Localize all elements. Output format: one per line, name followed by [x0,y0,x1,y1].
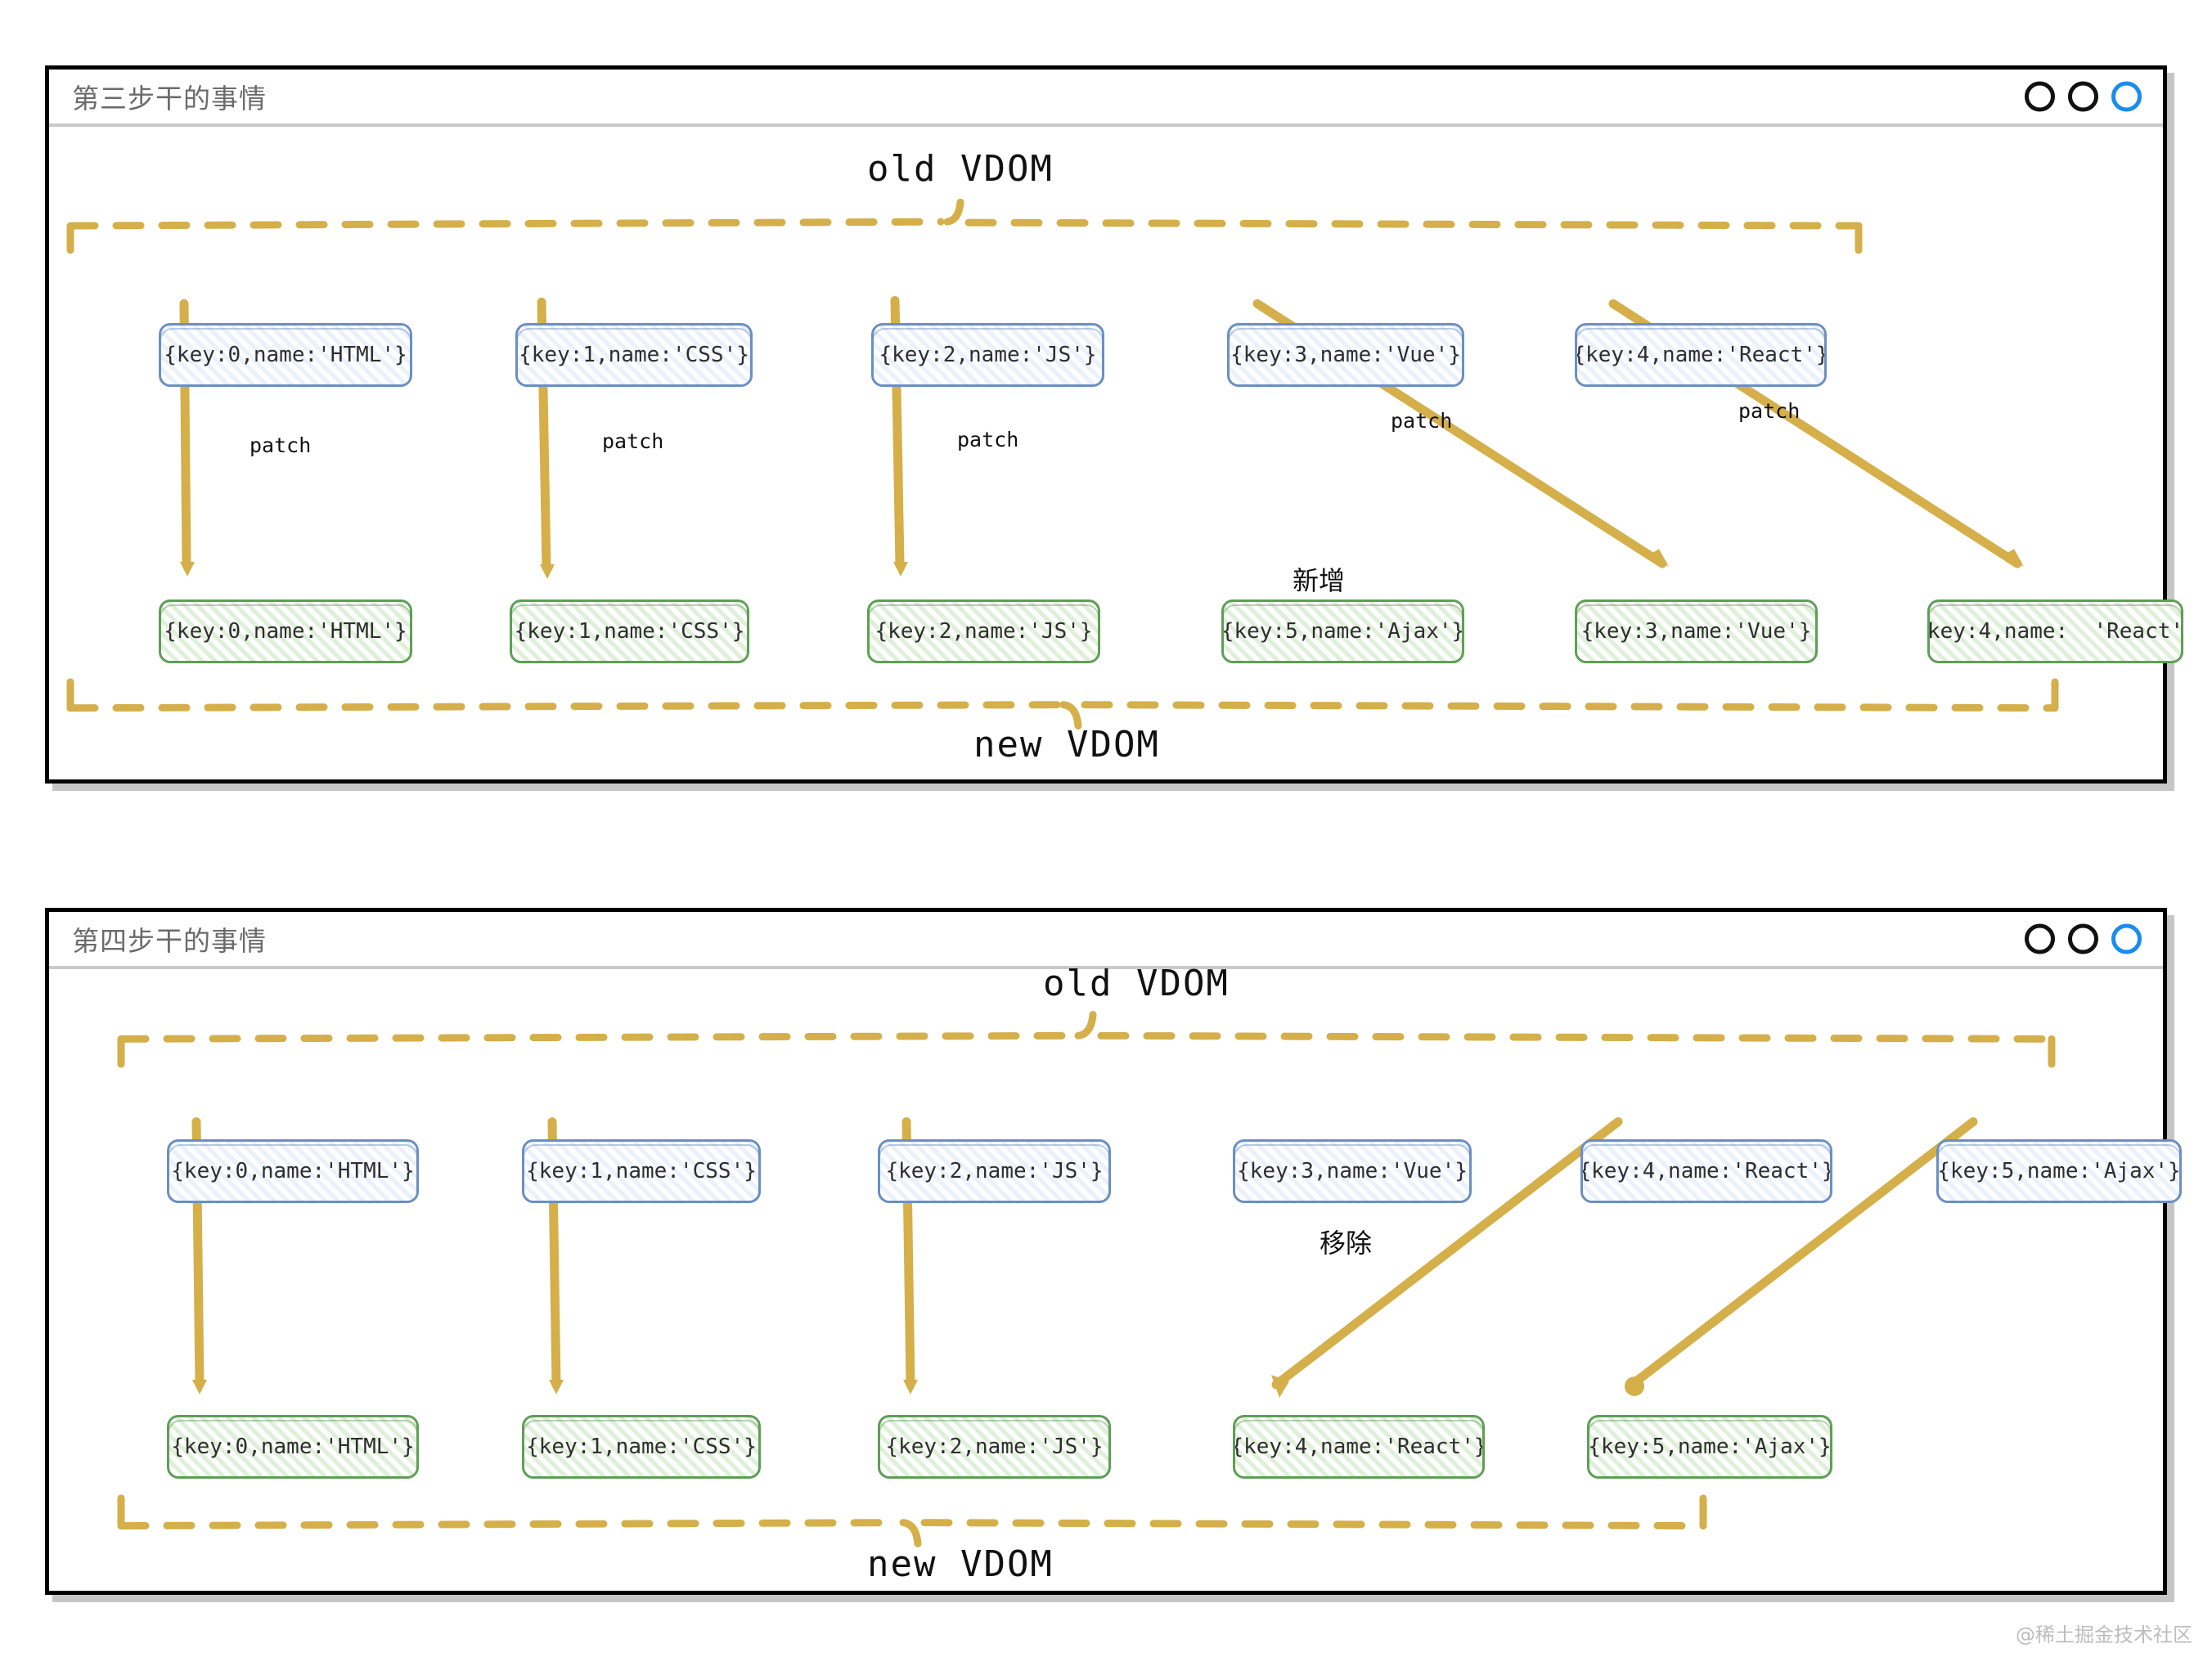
new-node-label: {key:2,name:'JS'} [874,619,1093,644]
new-node-label: {key:5,name:'Ajax'} [1221,619,1464,644]
titlebar-2: 第四步干的事情 [49,912,2163,969]
titlebar-1: 第三步干的事情 [49,70,2163,127]
minimize-dot-icon[interactable] [2025,81,2055,112]
new-node[interactable]: {key:0,name:'HTML'} [167,1415,419,1479]
old-node[interactable]: {key:2,name:'JS'} [878,1139,1111,1203]
new-node[interactable]: {key:5,name:'Ajax'} [1221,599,1464,663]
panel-window-2: 第四步干的事情 [45,908,2182,1595]
old-node-label: {key:5,name:'Ajax'} [1937,1159,2181,1183]
new-node[interactable]: {key:4,name: 'React'} [1927,599,2183,663]
old-node-label: {key:4,name:'React'} [1580,1159,1832,1183]
old-node-label: {key:3,name:'Vue'} [1230,343,1461,367]
old-node[interactable]: {key:4,name:'React'} [1575,323,1827,387]
annotation-removed: 移除 [1320,1228,1373,1259]
panel-title-2: 第四步干的事情 [72,926,267,956]
patch-label: patch [250,433,312,457]
new-node[interactable]: {key:1,name:'CSS'} [522,1415,761,1479]
new-node-label: {key:1,name:'CSS'} [514,619,745,644]
new-vdom-label-2: new VDOM [867,1543,1054,1585]
panel-title-1: 第三步干的事情 [72,83,267,114]
panel-stage-1: old VDOM new VDOM {key:0,name:'HTML'} {k… [49,127,2183,779]
panel-window-1: 第三步干的事情 [45,65,2183,784]
close-dot-icon[interactable] [2111,81,2142,112]
old-node[interactable]: {key:5,name:'Ajax'} [1936,1139,2182,1203]
panel-stage-2: old VDOM new VDOM {key:0,name:'HTML'} {k… [49,963,2182,1591]
new-node[interactable]: {key:3,name:'Vue'} [1575,599,1818,663]
watermark: @稀土掘金技术社区 [2016,1623,2192,1646]
patch-label: patch [1738,399,1801,423]
new-node-label: {key:1,name:'CSS'} [526,1435,757,1459]
maximize-dot-icon[interactable] [2068,923,2098,954]
new-node-label: {key:3,name:'Vue'} [1580,619,1812,644]
old-vdom-label-1: old VDOM [867,148,1054,190]
old-node-label: {key:4,name:'React'} [1575,343,1827,367]
new-node[interactable]: {key:4,name:'React'} [1233,1415,1485,1479]
new-node[interactable]: {key:5,name:'Ajax'} [1587,1415,1832,1479]
new-node-label: {key:5,name:'Ajax'} [1588,1435,1832,1459]
connector-layer-1 [66,198,2059,730]
old-node[interactable]: {key:1,name:'CSS'} [522,1139,761,1203]
old-node[interactable]: {key:3,name:'Vue'} [1233,1139,1472,1203]
window-controls-1 [2025,81,2142,112]
old-vdom-label-2: old VDOM [1043,963,1230,1004]
maximize-dot-icon[interactable] [2068,81,2098,112]
connector-layer-2 [117,1011,2056,1547]
new-node[interactable]: {key:1,name:'CSS'} [510,599,749,663]
old-node-label: {key:2,name:'JS'} [879,343,1097,367]
new-node-label: {key:4,name:'React'} [1233,1435,1485,1459]
old-node-label: {key:2,name:'JS'} [885,1159,1104,1183]
old-node[interactable]: {key:1,name:'CSS'} [515,323,753,387]
old-node-label: {key:1,name:'CSS'} [519,343,749,367]
old-node[interactable]: {key:3,name:'Vue'} [1227,323,1464,387]
new-node-label: {key:0,name:'HTML'} [171,1435,415,1459]
patch-label: patch [957,428,1019,451]
close-dot-icon[interactable] [2111,923,2142,954]
new-node-label: {key:4,name: 'React'} [1927,619,2183,644]
old-node[interactable]: {key:2,name:'JS'} [871,323,1104,387]
old-node-label: {key:0,name:'HTML'} [164,343,407,367]
old-node-label: {key:1,name:'CSS'} [526,1159,757,1183]
old-node-label: {key:0,name:'HTML'} [171,1159,415,1183]
old-node[interactable]: {key:0,name:'HTML'} [159,323,412,387]
new-node[interactable]: {key:2,name:'JS'} [878,1415,1111,1479]
new-node-label: {key:2,name:'JS'} [885,1435,1104,1459]
minimize-dot-icon[interactable] [2025,923,2055,954]
old-node[interactable]: {key:0,name:'HTML'} [167,1139,419,1203]
patch-label: patch [1391,409,1453,433]
new-vdom-label-1: new VDOM [973,724,1160,766]
new-node[interactable]: {key:0,name:'HTML'} [159,599,412,663]
old-node[interactable]: {key:4,name:'React'} [1580,1139,1832,1203]
new-node-label: {key:0,name:'HTML'} [164,619,407,644]
new-node[interactable]: {key:2,name:'JS'} [867,599,1100,663]
window-controls-2 [2025,923,2142,954]
old-node-label: {key:3,name:'Vue'} [1237,1159,1468,1183]
annotation-added: 新增 [1293,565,1346,596]
patch-label: patch [602,429,664,453]
